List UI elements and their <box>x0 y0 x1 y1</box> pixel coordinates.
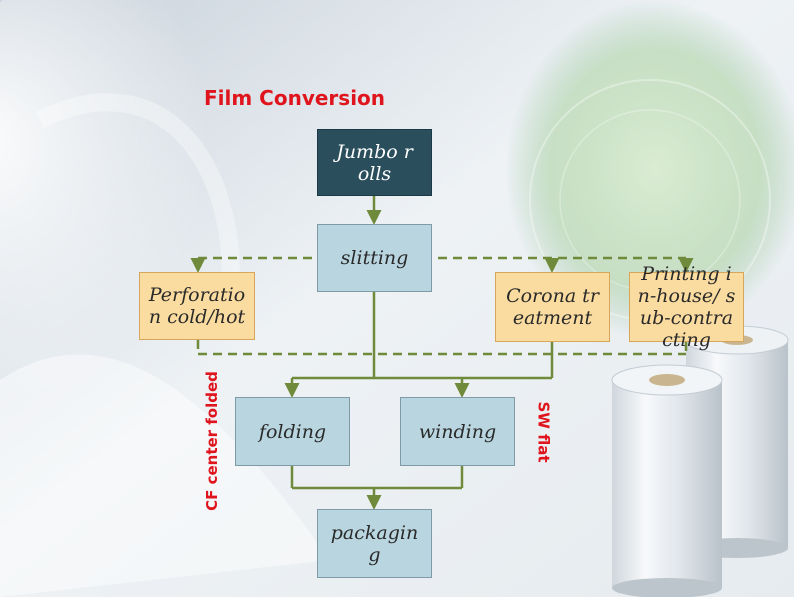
diagram-title: Film Conversion <box>204 86 386 110</box>
node-slitting-label: slitting <box>340 247 409 269</box>
node-printing: Printing in-house/ sub-contracting <box>629 263 744 351</box>
node-winding: winding <box>400 397 515 466</box>
node-corona-treatment-label: Corona treatment <box>506 285 599 329</box>
side-label-sw-flat: SW flat <box>534 401 553 463</box>
node-jumbo-rolls-label: Jumbo rolls <box>336 140 413 185</box>
node-folding: folding <box>235 397 350 466</box>
node-packaging: packaging <box>317 509 432 578</box>
node-folding-label: folding <box>258 420 327 443</box>
node-winding-label: winding <box>418 420 497 443</box>
node-jumbo-rolls: Jumbo rolls <box>317 129 432 196</box>
node-packaging-label: packaging <box>330 521 419 566</box>
side-label-cf-center-folded: CF center folded <box>202 371 221 511</box>
node-slitting: slitting <box>317 224 432 292</box>
node-perforation: Perforation cold/hot <box>139 272 255 340</box>
film-roll-front-graphic <box>611 364 723 597</box>
node-corona-treatment: Corona treatment <box>495 272 610 342</box>
node-printing-label: Printing in-house/ sub-contracting <box>637 263 736 351</box>
node-perforation-label: Perforation cold/hot <box>148 284 246 328</box>
